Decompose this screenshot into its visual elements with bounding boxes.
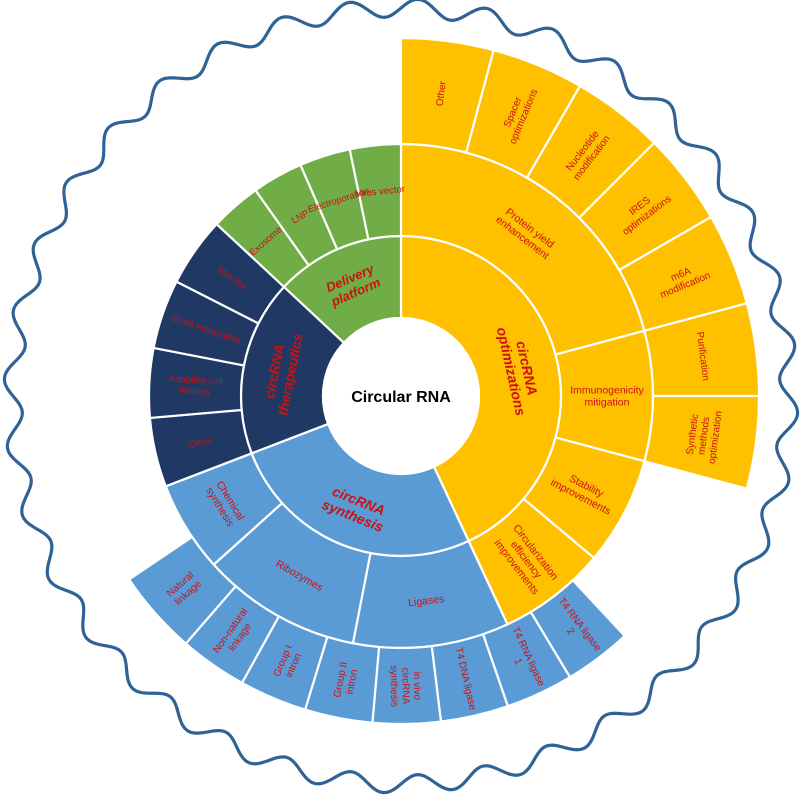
subgroup-label-adoptive-cell-therapy: Adoptive celltherapy bbox=[168, 374, 223, 399]
leaf-label-in-vivo-circrna-synthesis: in vivocircRNAsynthesis bbox=[388, 665, 423, 707]
sector-label-therapeutics: circRNAtherapeutics bbox=[258, 329, 305, 417]
subgroup-label-virus-vector: Virus vector bbox=[355, 184, 406, 200]
subgroup-label-other: Other bbox=[188, 435, 214, 451]
center-title: Circular RNA bbox=[351, 389, 451, 406]
leaf-natural-linkage bbox=[127, 535, 238, 646]
center-hub bbox=[322, 317, 480, 475]
wedges-layer bbox=[127, 36, 761, 726]
leaf-synthetic-methods-optimization bbox=[643, 394, 761, 491]
leaf-label-other: Other bbox=[435, 80, 449, 107]
leaf-label-group-ii-intron: Group IIintron bbox=[332, 661, 361, 701]
subgroup-label-ligases: Ligases bbox=[407, 593, 444, 609]
subgroup-virus-vector bbox=[348, 142, 403, 241]
